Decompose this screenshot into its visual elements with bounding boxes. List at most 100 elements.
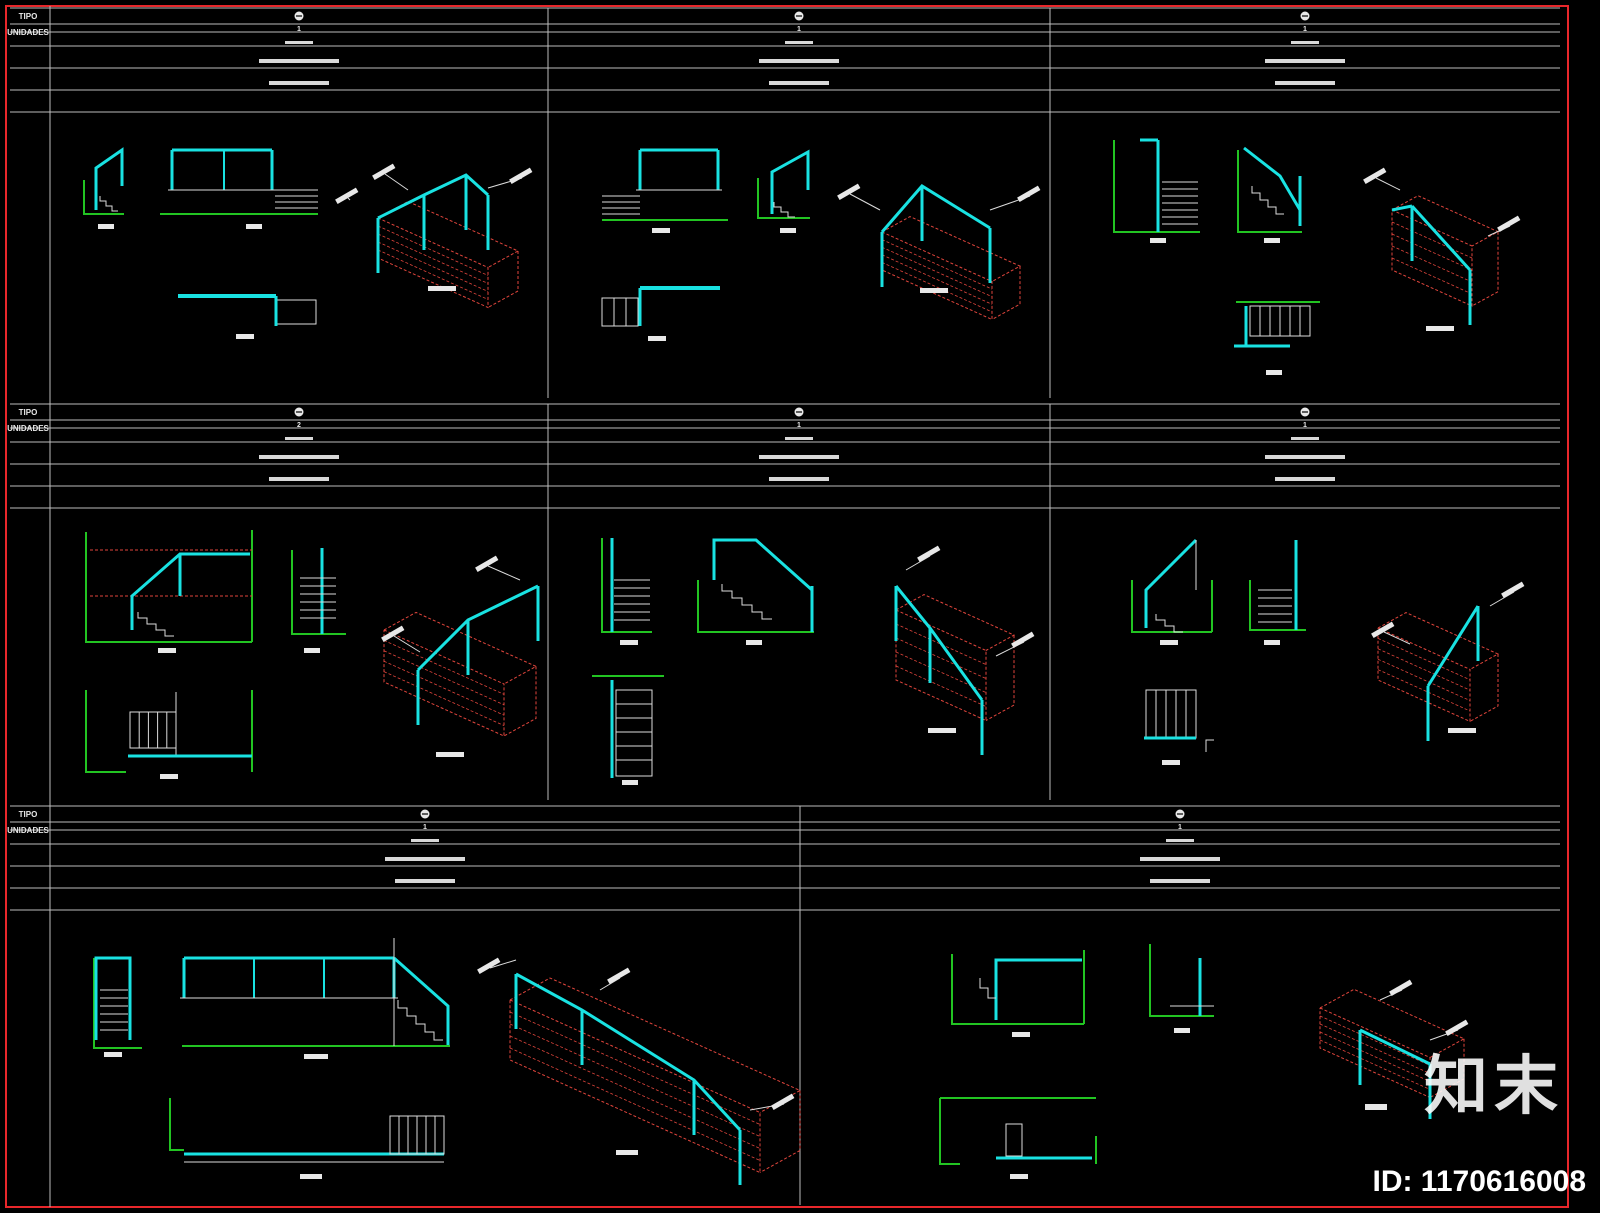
iso-course: [509, 1011, 761, 1125]
leader-note: [381, 625, 421, 653]
leader-tag: [771, 1093, 795, 1110]
leader-note: [995, 631, 1035, 657]
iso-side: [487, 251, 519, 308]
dim-label-plate: [928, 728, 956, 733]
iso-top-rail: [515, 972, 742, 1132]
iso-outline: [895, 609, 987, 722]
iso-handrail: [880, 184, 992, 287]
dim-label-plate: [304, 1054, 328, 1059]
leader-tag: [917, 545, 941, 562]
panel-p8-drawings: [939, 944, 1469, 1179]
wall-section: [697, 580, 814, 633]
iso-side: [991, 266, 1021, 320]
dim-label-plate: [1448, 728, 1476, 733]
code-strip: [759, 455, 839, 459]
leader-note: [749, 1093, 795, 1111]
iso-course: [1391, 233, 1473, 271]
leader-line: [487, 565, 521, 581]
panel-quantity: 1: [1178, 824, 1182, 831]
leader-note: [477, 957, 517, 974]
spec-strip: [269, 477, 329, 481]
dim-label-plate: [1264, 238, 1280, 243]
row-label-units: UNIDADES: [7, 28, 49, 37]
dim-label-plate: [622, 780, 638, 785]
iso-course: [1377, 638, 1471, 681]
leader-note: [372, 163, 409, 191]
image-id-label: ID: 1170616008: [1372, 1165, 1586, 1198]
wall-section: [85, 690, 126, 773]
panel-quantity: 2: [297, 422, 301, 429]
row-label-type: TIPO: [19, 12, 38, 21]
panel-quantity: 1: [1303, 26, 1307, 33]
leader-line: [1383, 631, 1411, 645]
iso-course: [1391, 245, 1473, 283]
dim-label-plate: [104, 1052, 122, 1057]
dim-label-plate: [428, 286, 456, 291]
stair-profile: [137, 612, 174, 637]
iso-top: [1377, 612, 1500, 670]
panel-p5-drawings: [592, 538, 1035, 785]
description-strip: [285, 437, 313, 440]
wall-section: [939, 1098, 960, 1165]
iso-course: [509, 1035, 761, 1149]
panel-p3-drawings: [1113, 138, 1521, 375]
baluster-plan: [1249, 305, 1311, 337]
stair-rail: [712, 538, 813, 592]
stair-profile: [721, 584, 772, 620]
panel-quantity: 1: [1303, 422, 1307, 429]
iso-course: [377, 249, 489, 300]
iso-top-rail: [1426, 605, 1480, 687]
iso-course: [383, 650, 505, 706]
leader-line: [1489, 591, 1515, 607]
iso-outline: [509, 999, 761, 1174]
spec-strip: [269, 81, 329, 85]
iso-handrail: [514, 972, 742, 1185]
stair-profile: [979, 978, 996, 999]
iso-course: [383, 640, 505, 695]
dim-label-plate: [1266, 370, 1282, 375]
description-strip: [785, 41, 813, 44]
panel-p7: 1: [385, 808, 465, 883]
panel-p6: 1: [1265, 406, 1345, 481]
dim-label-plate: [746, 640, 762, 645]
watermark-logo: 知末: [1424, 1050, 1564, 1124]
panel-p4: 2: [259, 406, 339, 481]
stair-profile: [1251, 186, 1284, 215]
wall-section: [1237, 150, 1302, 233]
iso-course: [383, 671, 505, 726]
baluster-plan: [601, 297, 639, 327]
stair-profile: [773, 202, 795, 218]
iso-outline: [1319, 1007, 1431, 1099]
baluster-plan: [129, 711, 177, 749]
dim-label-plate: [436, 752, 464, 757]
leader-tag: [1011, 631, 1035, 648]
wall-section: [1149, 944, 1214, 1017]
dim-label-plate: [1160, 640, 1178, 645]
rail-elevation: [636, 148, 722, 191]
dim-label-plate: [1150, 238, 1166, 243]
iso-outline: [1391, 209, 1473, 307]
iso-course: [881, 239, 993, 290]
spec-strip: [1275, 477, 1335, 481]
iso-outline: [1377, 627, 1471, 723]
side-rail: [94, 147, 124, 210]
iso-handrail: [1410, 204, 1472, 325]
wall-section: [601, 538, 652, 633]
iso-handrail: [376, 173, 490, 273]
leader-note: [1489, 581, 1525, 607]
iso-course: [383, 660, 505, 716]
panel-p8: 1: [1140, 808, 1220, 883]
code-strip: [385, 857, 465, 861]
iso-stair-block: [895, 594, 1016, 722]
break-symbol: [1205, 739, 1214, 752]
leader-note: [1363, 167, 1401, 191]
plan-door: [1005, 1123, 1023, 1157]
stair-profile: [397, 1000, 443, 1041]
iso-course: [377, 241, 489, 292]
wall-section: [951, 954, 1084, 1025]
dim-label-plate: [1264, 640, 1280, 645]
stair-profile: [1155, 614, 1183, 633]
iso-course: [1391, 257, 1473, 295]
